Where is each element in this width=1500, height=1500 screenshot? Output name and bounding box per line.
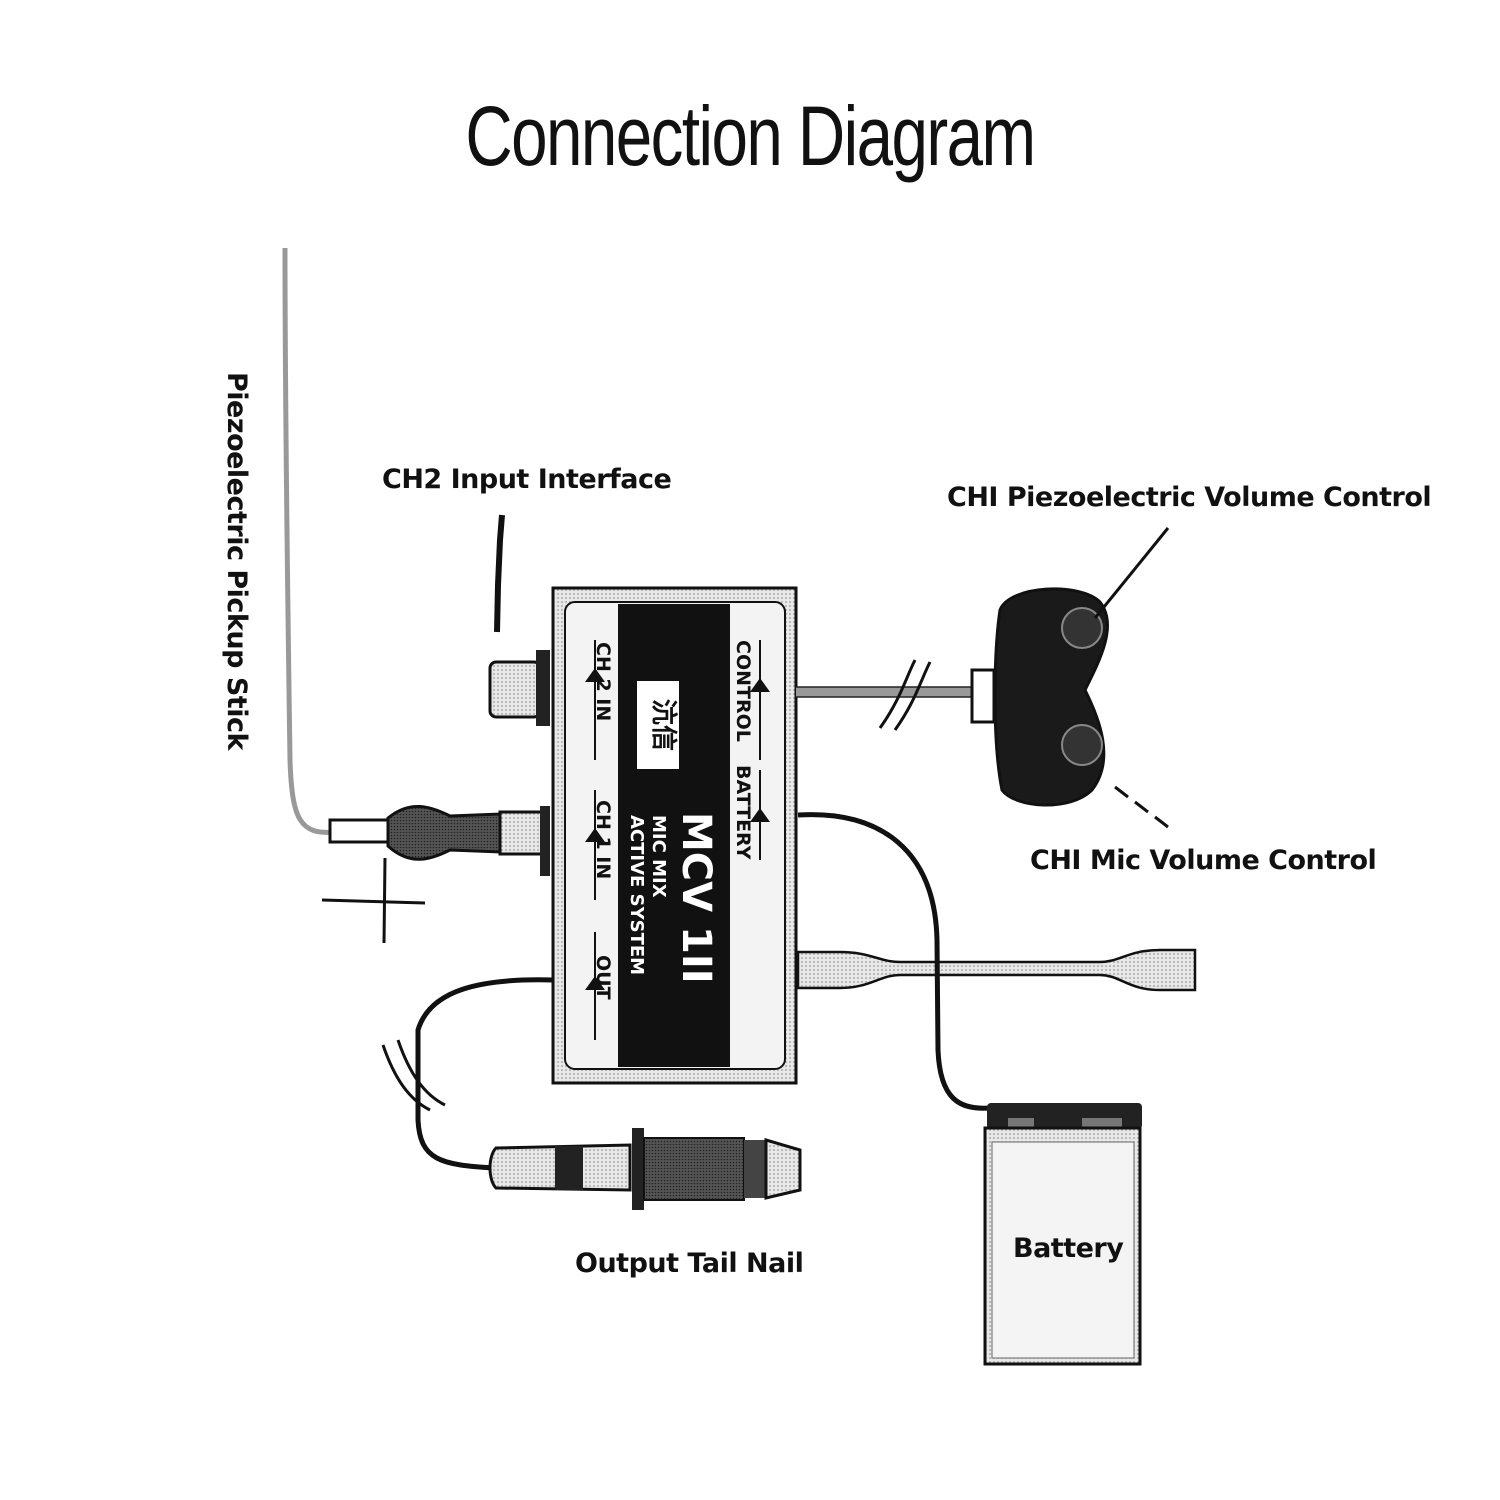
svg-text:沆信: 沆信 bbox=[648, 699, 679, 751]
label-pickup-stick: Piezoelectric Pickup Stick bbox=[221, 372, 252, 750]
pickup-output-cable bbox=[796, 948, 1197, 992]
battery bbox=[983, 1103, 1142, 1366]
ch1-plug bbox=[328, 804, 550, 876]
label-ch1-mic-volume: CHI Mic Volume Control bbox=[1030, 845, 1377, 876]
label-output-tail-nail: Output Tail Nail bbox=[575, 1248, 804, 1279]
volume-control-unit bbox=[993, 527, 1170, 829]
piezo-pickup-wire bbox=[282, 247, 336, 835]
control-cable bbox=[796, 659, 996, 731]
mcv-module: 沆信 CH 2 IN CH 1 IN OUT CONTROL BATTERY M… bbox=[551, 586, 798, 1085]
page-title: Connection Diagram bbox=[465, 89, 1036, 183]
output-tail-nail-jack bbox=[488, 1128, 802, 1210]
output-cable bbox=[381, 977, 554, 1171]
crosshair-mark bbox=[321, 857, 426, 944]
port-battery-label: BATTERY bbox=[732, 765, 754, 860]
port-out-label: OUT bbox=[592, 955, 614, 1000]
brand-logo bbox=[635, 679, 681, 771]
port-control-label: CONTROL bbox=[732, 640, 754, 742]
label-ch2-input: CH2 Input Interface bbox=[382, 464, 672, 495]
ch2-input-jack bbox=[488, 514, 550, 726]
module-line1: MIC MIX bbox=[648, 815, 669, 898]
label-ch1-piezo-volume: CHI Piezoelectric Volume Control bbox=[947, 482, 1432, 513]
battery-cable bbox=[797, 812, 991, 1111]
module-model: MCV 1II bbox=[673, 812, 719, 984]
label-battery: Battery bbox=[1013, 1233, 1124, 1264]
port-ch1-label: CH 1 IN bbox=[592, 800, 614, 879]
module-line2: ACTIVE SYSTEM bbox=[626, 815, 647, 975]
port-ch2-label: CH 2 IN bbox=[592, 642, 614, 721]
